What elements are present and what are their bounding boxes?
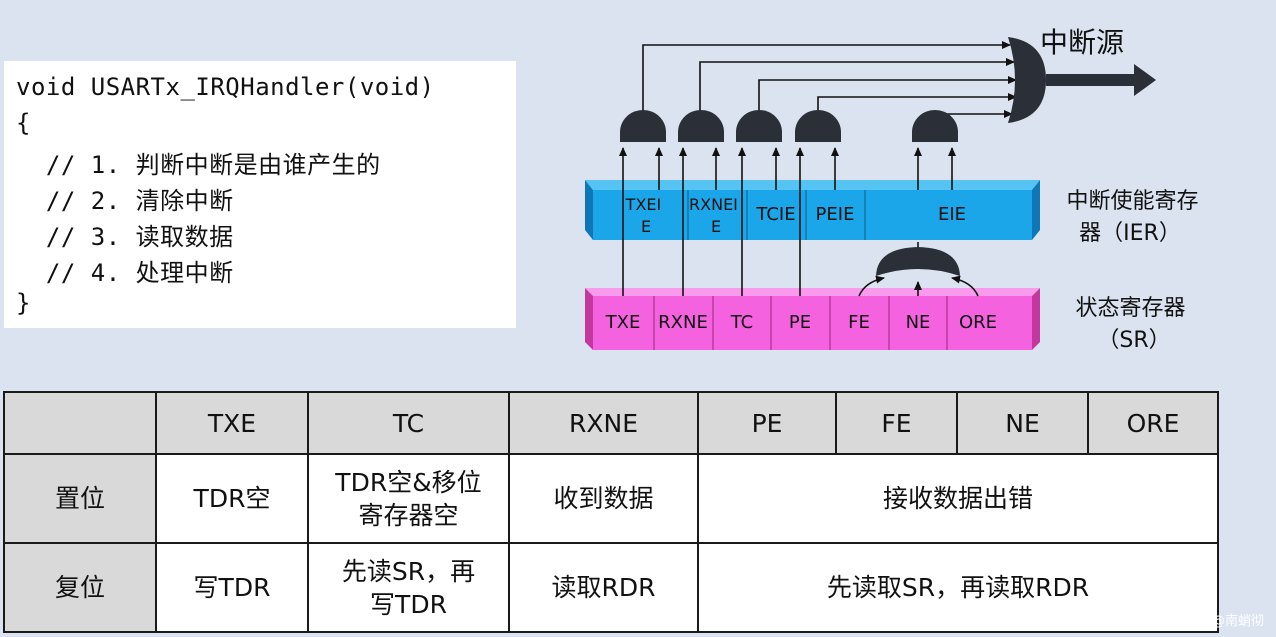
header-cell: RXNE	[508, 391, 699, 455]
table-cell: 接收数据出错	[697, 453, 1219, 544]
ier-cell-rxneie: RXNEI E	[689, 195, 743, 236]
sr-cell-fe: FE	[848, 312, 870, 333]
error-or-gate	[876, 247, 960, 276]
interrupt-or-gate	[1008, 37, 1046, 123]
ier-register	[585, 180, 1040, 240]
row-label: 置位	[3, 453, 157, 544]
table-cell: 先读取SR，再读取RDR	[697, 542, 1219, 633]
code-line: // 2. 清除中断	[16, 187, 234, 215]
header-cell: TC	[307, 391, 510, 455]
watermark: CSDN @南蛸彻	[1170, 614, 1264, 629]
ier-label: 中断使能寄存 器（IER）	[1066, 189, 1205, 246]
sr-top-face	[585, 288, 1040, 296]
header-cell: FE	[835, 391, 958, 455]
ier-top-face	[585, 180, 1040, 190]
code-line: }	[16, 289, 31, 317]
header-cell: NE	[956, 391, 1089, 455]
flag-table: TXE TC RXNE PE FE NE ORE 置位 TDR空 TDR空&移位…	[3, 391, 1219, 633]
interrupt-source-label: 中断源	[1040, 26, 1124, 59]
table-cell: TDR空&移位 寄存器空	[307, 453, 510, 544]
row-label: 复位	[3, 542, 157, 633]
sr-cell-rxne: RXNE	[658, 312, 708, 333]
cell-line: 写TDR	[370, 589, 447, 619]
table-cell: 收到数据	[508, 453, 699, 544]
table-row: 复位 写TDR 先读SR，再 写TDR 读取RDR 先读取SR，再读取RDR	[3, 542, 1219, 633]
ier-right-face	[1032, 180, 1040, 240]
table-cell: TDR空	[155, 453, 309, 544]
code-line: void USARTx_IRQHandler(void)	[16, 73, 435, 101]
code-line: {	[16, 109, 31, 137]
sr-left-face	[585, 288, 593, 350]
code-line: // 4. 处理中断	[16, 259, 234, 287]
ier-cell-eie: EIE	[938, 204, 966, 225]
cell-line: 先读SR，再	[341, 556, 476, 586]
table-cell: 读取RDR	[508, 542, 699, 633]
code-line: // 1. 判断中断是由谁产生的	[16, 151, 381, 179]
sr-cell-tc: TC	[730, 312, 754, 333]
table-cell: 写TDR	[155, 542, 309, 633]
sr-front-face	[593, 296, 1032, 350]
and-gate-error	[912, 110, 958, 142]
sr-cell-txe: TXE	[605, 312, 641, 333]
header-cell: ORE	[1087, 391, 1219, 455]
interrupt-logic-diagram: TXEI E RXNEI E TCIE PEIE EIE TXE RXNE TC…	[585, 26, 1205, 353]
table-header-row: TXE TC RXNE PE FE NE ORE	[3, 391, 1219, 455]
sr-right-face	[1032, 288, 1040, 350]
cell-line: TDR空&移位	[335, 467, 482, 497]
and-gate-txe	[620, 110, 666, 142]
and-gates	[620, 110, 958, 142]
sr-cell-pe: PE	[789, 312, 811, 333]
signal-wires	[619, 41, 1017, 297]
table-row: 置位 TDR空 TDR空&移位 寄存器空 收到数据 接收数据出错	[3, 453, 1219, 544]
sr-cell-ne: NE	[906, 312, 931, 333]
ier-left-face	[585, 180, 593, 240]
ier-front-face	[593, 190, 1032, 240]
interrupt-output-arrow	[1046, 64, 1156, 96]
header-cell: PE	[697, 391, 837, 455]
code-line: // 3. 读取数据	[16, 223, 234, 251]
code-panel: void USARTx_IRQHandler(void) { // 1. 判断中…	[4, 61, 516, 328]
cell-line: 寄存器空	[358, 500, 459, 530]
and-gate-tc	[736, 110, 782, 142]
sr-cell-ore: ORE	[959, 312, 997, 333]
and-gate-pe	[795, 110, 841, 142]
header-cell: TXE	[155, 391, 309, 455]
sr-label: 状态寄存器 （SR）	[1075, 296, 1192, 353]
ier-cell-tcie: TCIE	[755, 204, 795, 225]
sr-register	[585, 288, 1040, 350]
ier-cell-txeie: TXEI E	[625, 195, 667, 236]
and-gate-rxne	[678, 110, 724, 142]
ier-cell-peie: PEIE	[816, 204, 855, 225]
header-cell	[3, 391, 157, 455]
table-cell: 先读SR，再 写TDR	[307, 542, 510, 633]
